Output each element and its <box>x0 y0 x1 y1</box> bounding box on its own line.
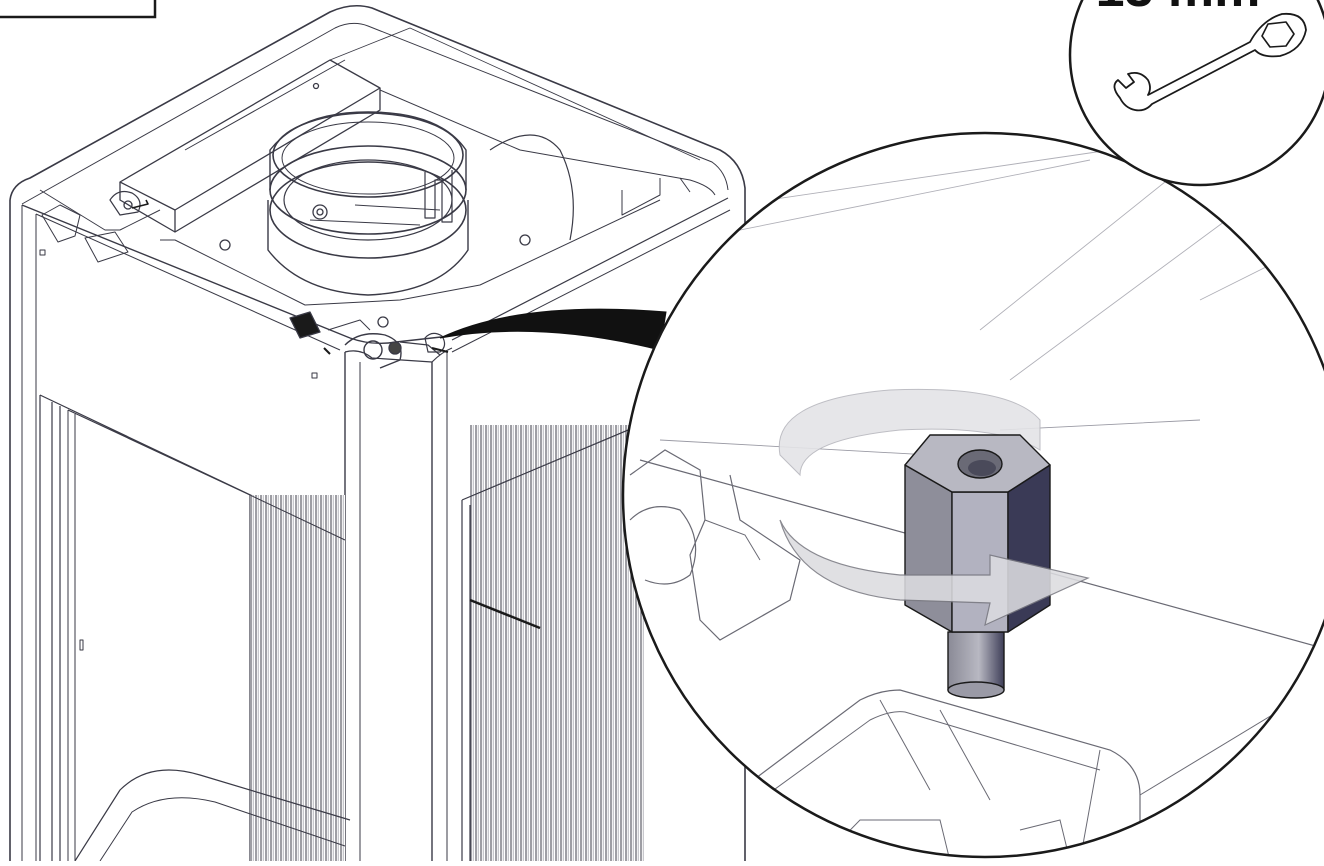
flue-collar <box>269 161 467 259</box>
wrench-icon <box>1113 12 1307 112</box>
stove-body <box>9 4 746 862</box>
front-window-frame <box>39 394 346 861</box>
callout-leader <box>439 308 667 351</box>
tool-size-label: 13 mm <box>1096 0 1261 18</box>
side-window-frame <box>461 424 641 861</box>
stove-top-internals <box>39 27 716 369</box>
stove-top-outline <box>9 4 746 861</box>
zoom-detail <box>621 131 1324 859</box>
zoom-circle-border <box>621 131 1324 859</box>
rotation-arrow-icon <box>779 519 1090 627</box>
corner-frame <box>0 0 157 19</box>
rotation-arrow-back <box>778 388 1041 477</box>
tool-callout: 13 mm <box>1068 0 1324 187</box>
